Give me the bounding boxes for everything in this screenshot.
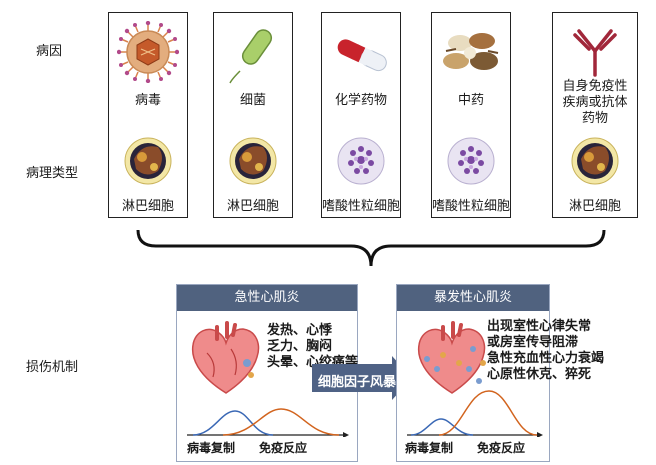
virus-replication-curve — [410, 418, 474, 436]
acute-panel-title: 急性心肌炎 — [177, 285, 357, 311]
bacterium-icon — [229, 29, 273, 84]
symptom-line: 出现室性心律失常 — [487, 319, 592, 334]
cause-label: 细菌 — [239, 93, 266, 108]
acute-myocarditis-panel: 急性心肌炎 发热、心悸 乏力、胸闷 头晕、心绞痛等 病毒复制 免疫反应 — [176, 284, 358, 462]
pathology-type-label: 淋巴细胞 — [226, 199, 279, 214]
cause-column-chemical-drug: 化学药物 嗜酸性粒细胞 — [321, 12, 401, 218]
lymphocyte-icon — [229, 137, 277, 185]
cause-label: 自身免疫性 疾病或抗体 药物 — [562, 79, 628, 126]
cause-label: 病毒 — [134, 93, 161, 108]
immune-response-label: 免疫反应 — [259, 441, 308, 455]
heart-icon — [417, 321, 486, 394]
lymphocyte-icon — [571, 137, 619, 185]
antibody-icon — [573, 29, 617, 77]
lymphocyte-icon — [124, 137, 172, 185]
cause-label: 中药 — [457, 93, 484, 108]
cause-column-bacterium: 细菌 淋巴细胞 — [213, 12, 293, 218]
herbs-icon — [443, 33, 499, 70]
cause-column-virus: 病毒 淋巴细胞 — [108, 12, 188, 218]
fulminant-panel-title: 暴发性心肌炎 — [397, 285, 549, 311]
symptom-line: 发热、心悸 — [267, 323, 333, 338]
row-label-pathology: 病理类型 — [26, 166, 79, 181]
cytokine-storm-label: 细胞因子风暴 — [318, 375, 397, 390]
eosinophil-icon — [337, 137, 385, 185]
fulminant-myocarditis-panel: 暴发性心肌炎 出现室性心律失常 或房室传导阻滞 急性充血性心力衰竭 心原性休克、… — [396, 284, 604, 462]
symptom-line: 急性充血性心力衰竭 — [487, 351, 605, 366]
pathology-type-label: 嗜酸性粒细胞 — [432, 199, 511, 214]
symptom-line: 乏力、胸闷 — [267, 339, 333, 354]
row-label-mechanism: 损伤机制 — [26, 360, 79, 375]
virus-icon — [117, 21, 179, 83]
cause-column-autoimmune: 自身免疫性 疾病或抗体 药物 淋巴细胞 — [552, 12, 638, 218]
heart-icon — [191, 321, 260, 394]
immune-response-label: 免疫反应 — [477, 441, 526, 455]
virus-replication-label: 病毒复制 — [405, 441, 454, 455]
acute-response-curves — [187, 408, 349, 437]
cause-column-herbal-medicine: 中药 嗜酸性粒细胞 — [431, 12, 511, 218]
fulminant-response-curves — [407, 390, 543, 437]
fulminant-symptoms: 出现室性心律失常 或房室传导阻滞 急性充血性心力衰竭 心原性休克、猝死 — [487, 319, 604, 383]
cause-label: 化学药物 — [334, 93, 387, 108]
row-label-cause: 病因 — [36, 44, 63, 59]
pathology-type-label: 嗜酸性粒细胞 — [322, 199, 401, 214]
eosinophil-icon — [447, 137, 495, 185]
immune-response-curve — [438, 390, 538, 436]
virus-replication-label: 病毒复制 — [187, 441, 236, 455]
pathology-type-label: 淋巴细胞 — [121, 199, 174, 214]
capsule-icon — [337, 39, 387, 72]
virus-replication-curve — [192, 410, 274, 436]
grouping-brace — [136, 229, 606, 267]
pathology-type-label: 淋巴细胞 — [568, 199, 621, 214]
arrow-icon — [312, 356, 412, 400]
symptom-line: 心原性休克、猝死 — [487, 367, 592, 382]
immune-response-curve — [222, 408, 340, 436]
symptom-line: 或房室传导阻滞 — [487, 335, 579, 350]
